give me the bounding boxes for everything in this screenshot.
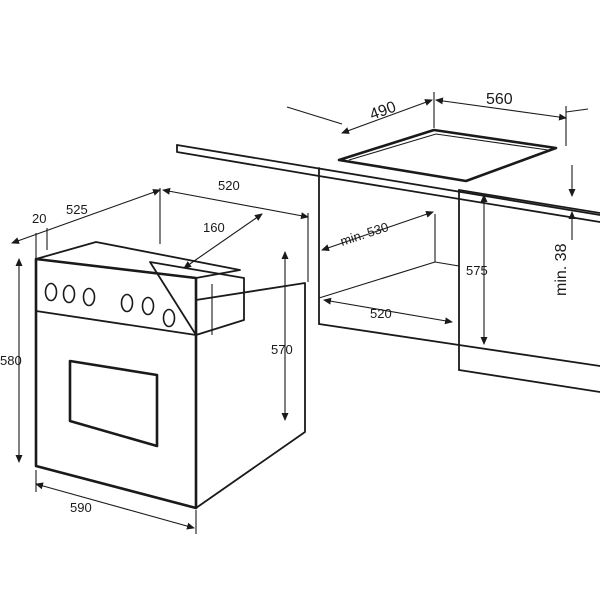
dim-niche-width-line xyxy=(323,297,453,325)
label-niche-height: 575 xyxy=(466,263,488,278)
label-oven-height-body: 570 xyxy=(271,342,293,357)
dim-front-width-line xyxy=(35,482,195,530)
control-panel-box xyxy=(149,261,245,336)
label-oven-depth-front: 20 xyxy=(32,211,46,226)
label-control-panel-depth: 160 xyxy=(203,220,225,235)
label-oven-height-front: 580 xyxy=(0,353,22,368)
knob-1 xyxy=(44,282,58,302)
dim-niche-depth-line xyxy=(321,210,434,252)
dim-top-width-line xyxy=(162,187,309,220)
knob-6 xyxy=(162,308,176,328)
knob-4 xyxy=(120,293,134,313)
niche-floor-front xyxy=(318,323,460,346)
worktop-back-edge xyxy=(176,144,600,216)
knob-5 xyxy=(141,296,155,316)
hob-cutout-inner xyxy=(348,133,549,161)
label-oven-top-width: 520 xyxy=(218,178,240,193)
oven-door-window xyxy=(68,359,159,448)
control-panel-divider xyxy=(35,310,197,336)
knob-2 xyxy=(62,284,76,304)
dim-cutout-ext-left xyxy=(286,106,343,125)
dim-cutout-ext-right xyxy=(565,108,589,113)
dim-panel-depth-line xyxy=(183,213,263,269)
niche-floor-back xyxy=(318,261,436,299)
dim-depth-line xyxy=(11,189,161,244)
knob-3 xyxy=(82,287,96,307)
niche-floor-right xyxy=(434,261,460,267)
label-cutout-width: 560 xyxy=(486,91,513,108)
oven xyxy=(34,241,306,510)
kitchen-cabinet xyxy=(176,128,600,393)
dim-cutout-width-line xyxy=(435,97,567,121)
dim-cutout-depth-line xyxy=(341,99,433,134)
oven-side-face xyxy=(195,282,306,509)
hob-cutout xyxy=(337,128,558,183)
label-worktop-min-thickness: min. 38 xyxy=(553,243,570,296)
plinth-line xyxy=(458,369,600,393)
label-oven-depth-body: 525 xyxy=(66,202,88,217)
worktop-front-edge-top xyxy=(176,144,320,177)
label-niche-min-depth: min. 530 xyxy=(338,219,390,249)
worktop-underside xyxy=(458,189,600,214)
control-knobs xyxy=(44,282,176,328)
oven-top-face xyxy=(35,241,241,279)
cabinet-base-top xyxy=(458,344,600,367)
label-oven-width-front: 590 xyxy=(70,500,92,515)
label-niche-width: 520 xyxy=(370,306,392,321)
label-cutout-depth: 490 xyxy=(368,99,399,124)
dimension-lines xyxy=(11,92,589,534)
